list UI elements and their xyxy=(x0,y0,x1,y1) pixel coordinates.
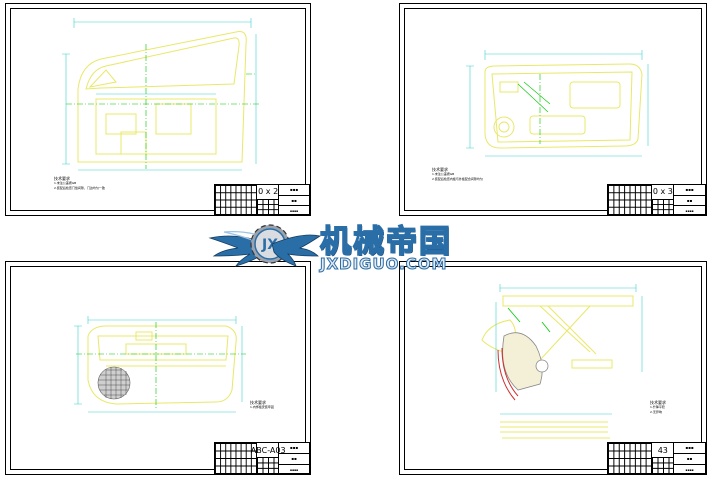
watermark-logo: JX xyxy=(208,224,322,267)
note-line: 1.升降平稳 xyxy=(650,405,665,409)
title-block: ABC-A03 ▪▪▪▪▪▪▪▪▪ xyxy=(214,442,310,474)
title-block: 0 x 2 ▪▪▪▪▪▪▪▪▪ xyxy=(214,184,310,215)
note-line: 2.装配后检查内板与外板配合间隙均匀 xyxy=(432,177,483,181)
sheet-border xyxy=(404,266,702,470)
drawing-sheet-window-regulator: 技术要求 1.升降平稳 2.无异响 43 ▪▪▪▪▪▪▪▪▪ xyxy=(399,261,707,475)
sheet-border xyxy=(404,8,702,211)
technical-notes: 技术要求 1.未注公差按GB 2.装配后检查内板与外板配合间隙均匀 xyxy=(432,167,483,182)
note-line: 1.未注公差按GB xyxy=(432,172,455,176)
drawing-sheet-inner-panel: 技术要求 1.未注公差按GB 2.装配后检查内板与外板配合间隙均匀 0 x 3 … xyxy=(399,3,707,216)
trim-panel-drawing xyxy=(74,316,246,413)
note-title: 技术要求 xyxy=(650,400,666,405)
title-block: 43 ▪▪▪▪▪▪▪▪▪ xyxy=(607,442,706,474)
note-line: 1.内饰板安装牢固 xyxy=(250,405,274,409)
technical-notes: 技术要求 1.内饰板安装牢固 xyxy=(250,400,274,410)
wing-icon xyxy=(271,234,322,267)
drawing-number: ABC-A03 xyxy=(251,443,286,459)
title-block: 0 x 3 ▪▪▪▪▪▪▪▪▪ xyxy=(607,184,706,215)
sheet-border xyxy=(10,8,306,211)
note-line: 1.未注公差按GB xyxy=(54,181,77,185)
logo-title: 机械帝国 xyxy=(319,223,452,261)
note-line: 2.装配后检查门缝间隙，门边均匀一致 xyxy=(54,186,105,190)
drawing-sheet-front-door: 技术要求 1.未注公差按GB 2.装配后检查门缝间隙，门边均匀一致 0 x 2 … xyxy=(5,3,311,216)
technical-notes: 技术要求 1.升降平稳 2.无异响 xyxy=(650,400,666,415)
drawing-number: 43 xyxy=(650,443,674,459)
note-line: 2.无异响 xyxy=(650,410,662,414)
technical-notes: 技术要求 1.未注公差按GB 2.装配后检查门缝间隙，门边均匀一致 xyxy=(54,176,105,191)
note-title: 技术要求 xyxy=(54,176,70,181)
note-title: 技术要求 xyxy=(432,167,448,172)
inner-panel-drawing xyxy=(466,50,649,157)
sheet-border xyxy=(10,266,306,470)
note-title: 技术要求 xyxy=(250,400,266,405)
drawing-number: 0 x 3 xyxy=(650,185,674,200)
front-door-drawing xyxy=(62,18,261,171)
logo-subtitle: JXDIGUO.COM xyxy=(319,255,448,274)
drawing-number: 0 x 2 xyxy=(256,185,279,200)
window-regulator-drawing xyxy=(481,284,643,439)
drawing-sheet-trim-panel: 技术要求 1.内饰板安装牢固 ABC-A03 ▪▪▪▪▪▪▪▪▪ xyxy=(5,261,311,475)
